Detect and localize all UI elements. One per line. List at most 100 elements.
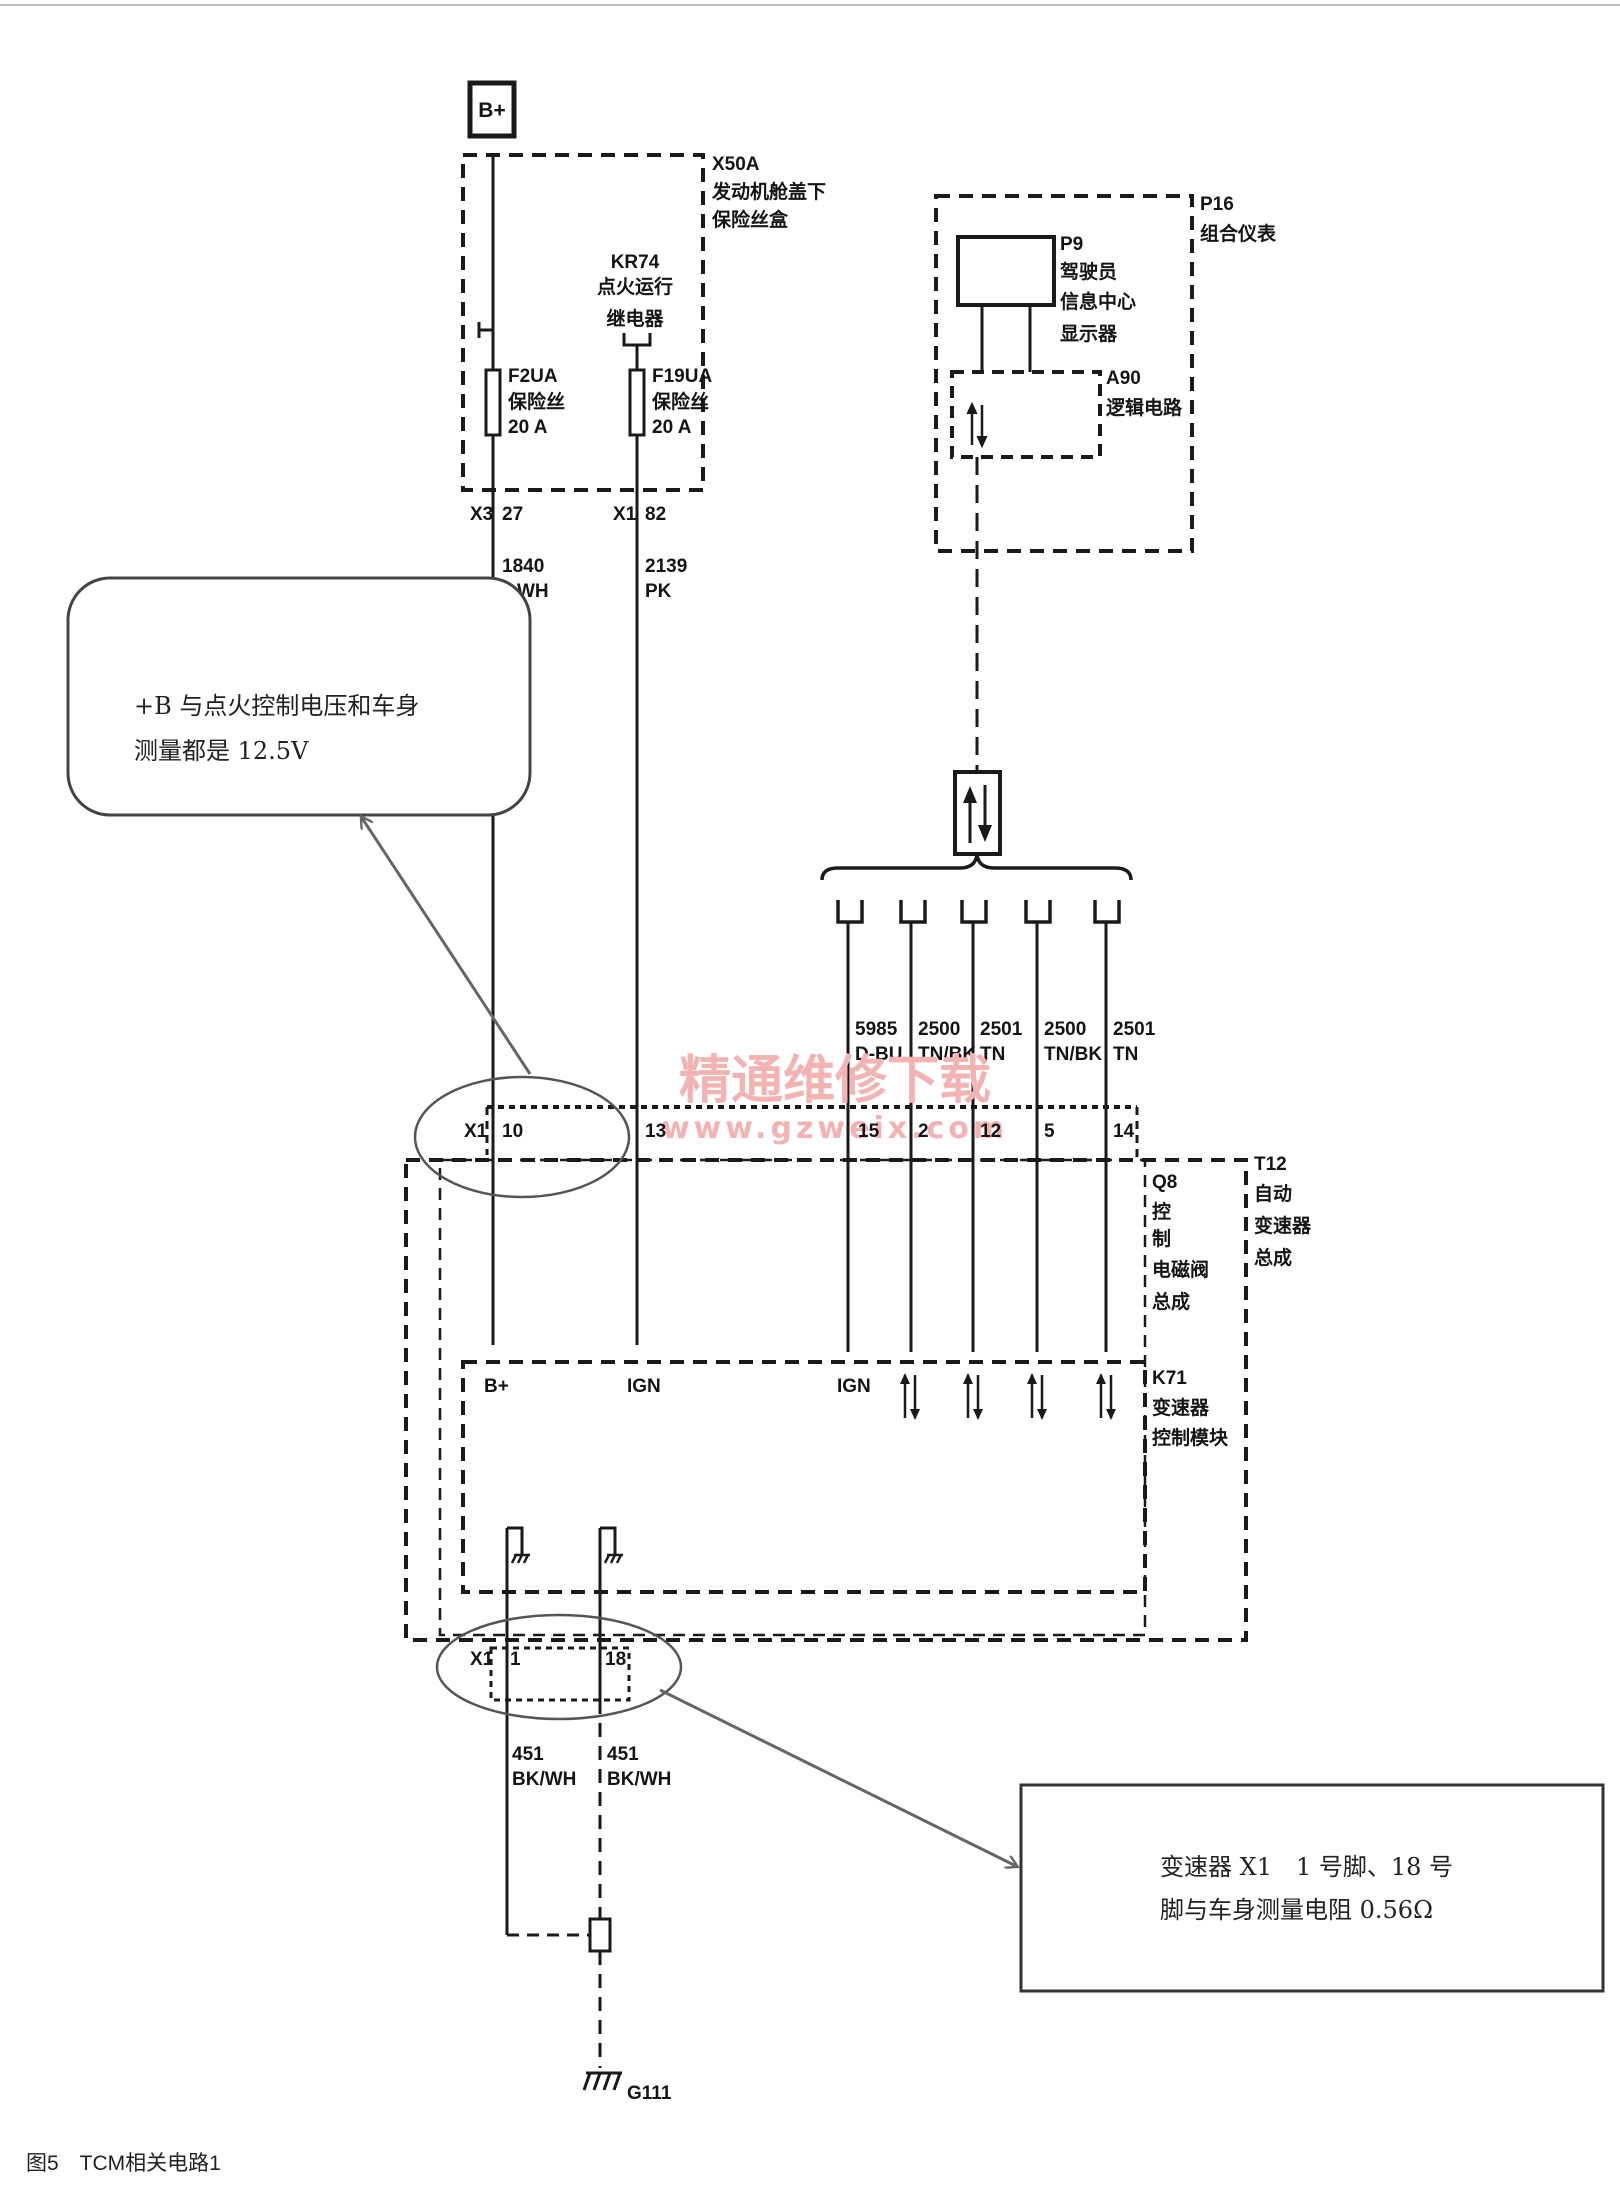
valve-body-q8: Q8 控 制 电磁阀 总成 [438,1158,1209,1637]
transmission-t12: T12 自动 变速器 总成 [404,1154,1312,1642]
cluster-id: P16 [1200,194,1234,215]
fuse-f19ua-rating: 20 A [652,417,692,438]
bus-wire-5-color: TN [1113,1044,1138,1065]
tcm-connector-x1: X1 10 13 15 2 12 5 14 [464,1105,1139,1160]
conn-x3-label: X3 [470,504,493,525]
callout-voltage-line1: +B 与点火控制电压和车身 [134,692,419,720]
tcm-conn-pin-2: 2 [918,1121,929,1142]
bus-wire-3-color: TN [980,1044,1005,1065]
logic-name: 逻辑电路 [1106,396,1183,419]
highlight-ellipse-power-pins [413,1075,631,1199]
relay-kr74: KR74 点火运行 继电器 [597,252,673,347]
fuse-box-name-1: 发动机舱盖下 [711,180,826,203]
tcm-pin-ign1: IGN [627,1376,661,1397]
dic-name-1: 驾驶员 [1060,260,1117,283]
conn-x3-pin: 27 [502,504,523,525]
tcm-conn-pin-15: 15 [858,1121,880,1142]
relay-name-1: 点火运行 [597,275,673,298]
logic-circuit-a90: A90 逻辑电路 [950,368,1183,459]
tcm-ground-2 [598,1526,623,1700]
callout-voltage-line2: 测量都是 12.5V [134,737,309,765]
battery-label: B+ [478,99,505,122]
wire-1840-circuit: 1840 [502,556,544,577]
logic-id: A90 [1106,368,1141,389]
bus-wire-lines [846,922,1108,1352]
callout-voltage: +B 与点火控制电压和车身 测量都是 12.5V [66,576,532,817]
fuse-f19ua: F19UA 保险丝 20 A [628,366,712,438]
battery-symbol: B+ [467,80,517,139]
ground-conn-pin-b: 18 [605,1649,626,1670]
bus-wire-4-color: TN/BK [1044,1044,1102,1065]
ground-splice [507,1917,612,2068]
dic-name-2: 信息中心 [1060,290,1136,313]
fuse-f2ua-rating: 20 A [508,417,548,438]
valve-body-l1: 控 [1152,1200,1171,1223]
callout-resistance-line2: 脚与车身测量电阻 0.56Ω [1160,1896,1433,1924]
callout-resistance-arrow [659,1688,1016,1866]
ground-conn-pin-a: 1 [510,1649,521,1670]
bus-bar-marker [477,322,493,338]
ground-connector-x1: X1 1 18 [470,1646,631,1702]
fuse-f19ua-id: F19UA [652,366,712,387]
ground-wire-1-circuit: 451 [512,1744,544,1765]
relay-name-2: 继电器 [606,307,664,330]
callout-resistance: 变速器 X1 1 号脚、18 号 脚与车身测量电阻 0.56Ω [1019,1783,1605,1993]
relay-id: KR74 [611,252,660,273]
ground-wire-2-color: BK/WH [607,1769,671,1790]
bus-wire-2-circuit: 2500 [918,1019,960,1040]
bus-connectors [836,900,1121,924]
cluster-name: 组合仪表 [1200,222,1277,245]
dic-id: P9 [1060,234,1083,255]
watermark-cn: 精通维修下载 [679,1051,991,1111]
conn-x1-82-pin: 82 [645,504,666,525]
tcm-pin-ign2: IGN [837,1376,871,1397]
transmission-l3: 总成 [1254,1246,1292,1269]
callout-voltage-arrow [362,818,532,1075]
wire-2139-circuit: 2139 [645,556,687,577]
bus-brace [820,854,1133,881]
tcm-l2: 控制模块 [1152,1426,1229,1449]
transmission-l2: 变速器 [1254,1214,1312,1237]
serial-data-symbol [953,770,1002,856]
tcm-conn-label: X1 [464,1121,488,1142]
ground-conn-label: X1 [470,1649,494,1670]
fuse-box-id: X50A [712,154,760,175]
wire-2139-color: PK [645,581,672,602]
bus-wire-2-color: TN/BK [918,1044,976,1065]
valve-body-l2: 制 [1152,1227,1171,1250]
bus-wire-3-circuit: 2501 [980,1019,1023,1040]
wire-1840-color: WH [517,581,549,602]
tcm-conn-pin-ign: 13 [645,1121,666,1142]
valve-body-l4: 总成 [1152,1290,1190,1313]
ground-id: G111 [627,2083,672,2104]
ground-g111-symbol: G111 [582,2071,672,2104]
valve-body-id: Q8 [1152,1172,1177,1193]
instrument-cluster-p16: P16 组合仪表 [934,194,1277,553]
figure-caption: 图5 TCM相关电路1 [26,2152,221,2175]
fuse-f2ua-id: F2UA [508,366,558,387]
conn-x1-82-label: X1 [613,504,637,525]
watermark-url: www.gzweix.com [662,1111,1008,1146]
dic-display-p9: P9 驾驶员 信息中心 显示器 [956,234,1136,372]
dic-name-3: 显示器 [1060,323,1118,345]
fuse-box-x50a: X50A 发动机舱盖下 保险丝盒 [461,153,826,492]
tcm-conn-pin-12: 12 [980,1121,1001,1142]
tcm-conn-pin-5: 5 [1044,1121,1055,1142]
tcm-data-arrows [900,1373,1116,1420]
ground-wire-2-circuit: 451 [607,1744,639,1765]
tcm-id: K71 [1152,1368,1187,1389]
tcm-conn-pin-b: 10 [502,1121,523,1142]
fuse-f2ua: F2UA 保险丝 20 A [484,366,565,438]
bus-wire-1-color: D-BU [855,1044,903,1065]
tcm-l1: 变速器 [1152,1396,1210,1419]
transmission-l1: 自动 [1254,1182,1292,1205]
bus-wire-5-circuit: 2501 [1113,1019,1156,1040]
fuse-f2ua-type: 保险丝 [507,390,565,413]
bus-wire-4-circuit: 2500 [1044,1019,1086,1040]
tcm-pin-b: B+ [484,1376,509,1397]
highlight-ellipse-ground-pins [435,1613,683,1721]
tcm-ground-1 [505,1526,530,1700]
fuse-f19ua-type: 保险丝 [651,390,709,413]
callout-resistance-line1: 变速器 X1 1 号脚、18 号 [1160,1853,1453,1881]
